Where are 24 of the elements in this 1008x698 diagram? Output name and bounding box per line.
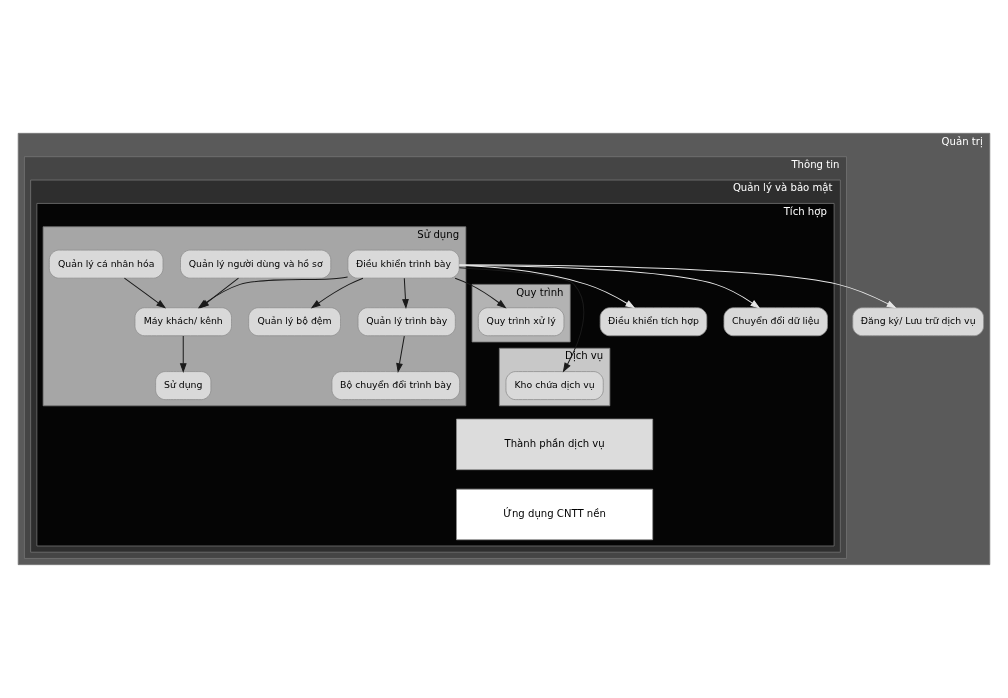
node-box: Bộ chuyển đổi trình bày [331,371,460,400]
arrow [396,335,405,374]
arrow [458,264,761,309]
node-box: Điều khiển trình bày [347,249,460,279]
node-box: Máy khách/ kênh [134,307,232,337]
arrow [310,277,364,309]
node-box: Quản lý trình bày [357,307,456,337]
arrow [179,335,187,374]
node-box: Kho chứa dịch vụ [505,371,604,400]
node-box: Đăng ký/ Lưu trữ dịch vụ [852,307,984,337]
node-box: Quản lý cá nhân hóa [48,249,164,279]
node-box: Quản lý người dùng và hồ sơ [180,249,332,279]
node-box: Chuyển đổi dữ liệu [723,307,828,337]
node-box: Thành phần dịch vụ [456,418,654,471]
arrow [458,267,585,373]
node-box: Ứng dụng CNTT nền [456,488,654,541]
arrow [454,277,507,309]
arrow [458,264,897,309]
node-box: Sử dụng [155,371,212,400]
node-box: Điều khiển tích hợp [599,307,708,337]
arrow [402,277,409,309]
node-box: Quản lý bộ đệm [248,307,341,337]
node-box: Quy trình xử lý [477,307,565,337]
arrow [123,277,167,309]
